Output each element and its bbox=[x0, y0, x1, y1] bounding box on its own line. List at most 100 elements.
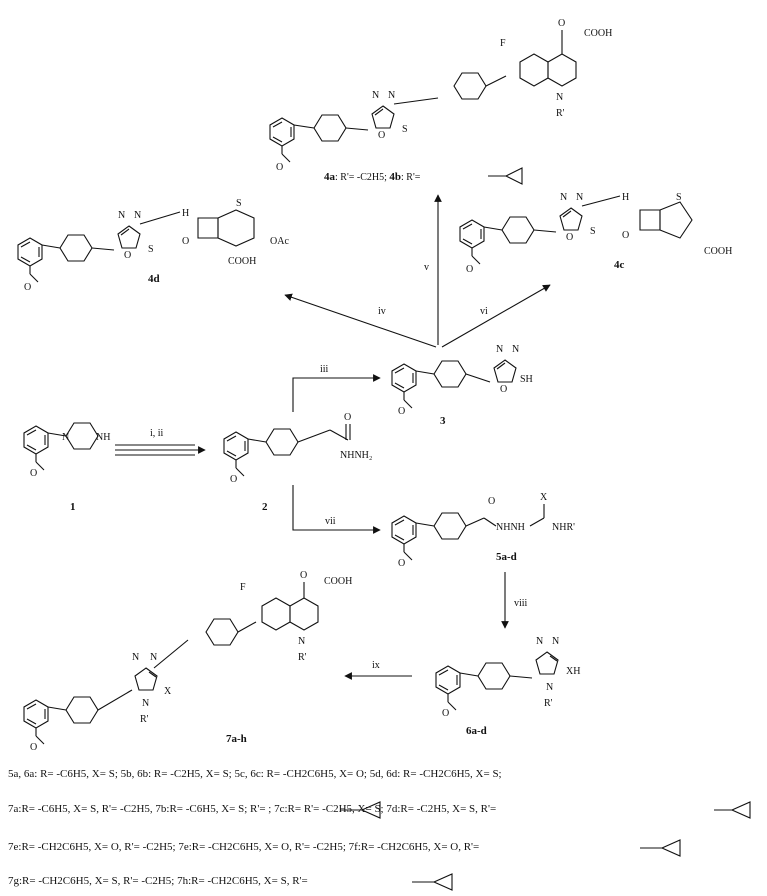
atom-o: O bbox=[344, 412, 351, 423]
compound-6-structure: N N XH N R' O bbox=[435, 636, 580, 719]
atom-rprime: R' bbox=[298, 652, 307, 663]
atom-s: S bbox=[148, 244, 154, 255]
atom-o: O bbox=[398, 558, 405, 569]
step-viii: viii bbox=[514, 598, 528, 609]
compound-4d-structure: N N O S H S O OAc COOH O bbox=[17, 198, 289, 293]
atom-n: N bbox=[62, 432, 69, 443]
arrow-2-to-5 bbox=[292, 485, 381, 534]
atom-o: O bbox=[30, 468, 37, 479]
compound-4a-caption: 4a: R'= -C2H5; 4b: R'= bbox=[324, 171, 421, 183]
step-vii: vii bbox=[325, 516, 336, 527]
atom-nhrprime: NHR' bbox=[552, 522, 575, 533]
atom-n: N bbox=[546, 682, 553, 693]
atom-s: S bbox=[590, 226, 596, 237]
atom-o: O bbox=[398, 406, 405, 417]
compound-2-label: 2 bbox=[262, 501, 268, 513]
step-ix: ix bbox=[372, 660, 380, 671]
atom-n: N bbox=[556, 92, 563, 103]
cyclopropyl-icon bbox=[340, 801, 381, 819]
atom-x: X bbox=[164, 686, 172, 697]
cyclopropyl-icon bbox=[714, 801, 751, 819]
atom-n: N bbox=[298, 636, 305, 647]
atom-o: O bbox=[566, 232, 573, 243]
arrow-3-to-4d bbox=[284, 293, 437, 348]
compound-3-structure: N N O SH O bbox=[391, 344, 533, 417]
atom-n: N bbox=[512, 344, 519, 355]
compound-1-label: 1 bbox=[70, 501, 76, 513]
atom-rprime: R' bbox=[556, 108, 565, 119]
atom-o: O bbox=[300, 570, 307, 581]
atom-x: X bbox=[540, 492, 548, 503]
atom-n: N bbox=[576, 192, 583, 203]
atom-o: O bbox=[466, 264, 473, 275]
atom-n: N bbox=[560, 192, 567, 203]
atom-nh: NH bbox=[96, 432, 110, 443]
arrow-3-to-4c bbox=[441, 284, 551, 348]
atom-rprime: R' bbox=[544, 698, 553, 709]
compound-7-label: 7a-h bbox=[226, 733, 247, 745]
compound-4c-label: 4c bbox=[614, 259, 625, 271]
atom-sh: SH bbox=[520, 374, 533, 385]
atom-o: O bbox=[124, 250, 131, 261]
atom-n: N bbox=[496, 344, 503, 355]
atom-o: O bbox=[276, 162, 283, 173]
compound-4ab-structure: N N O S O F COOH N R' O bbox=[269, 18, 612, 173]
atom-f: F bbox=[240, 582, 246, 593]
atom-o: O bbox=[500, 384, 507, 395]
compound-5-label: 5a-d bbox=[496, 551, 517, 563]
atom-n: N bbox=[552, 636, 559, 647]
atom-n: N bbox=[142, 698, 149, 709]
atom-n: N bbox=[134, 210, 141, 221]
atom-oac: OAc bbox=[270, 236, 289, 247]
legend-line-2: 7a:R= -C6H5, X= S, R'= -C2H5, 7b:R= -C6H… bbox=[8, 803, 497, 815]
atom-o: O bbox=[24, 282, 31, 293]
atom-o: O bbox=[558, 18, 565, 29]
step-iii: iii bbox=[320, 364, 329, 375]
cyclopropyl-icon bbox=[412, 873, 453, 891]
atom-nh: H bbox=[622, 192, 629, 203]
compound-1-structure: N NH O bbox=[23, 422, 110, 479]
atom-o: O bbox=[30, 742, 37, 753]
atom-cooh: COOH bbox=[228, 256, 256, 267]
compound-3-label: 3 bbox=[440, 415, 446, 427]
arrow-2-to-3 bbox=[292, 374, 381, 412]
compound-4c-structure: N N O S H S O COOH O bbox=[459, 192, 732, 275]
atom-f: F bbox=[500, 38, 506, 49]
cyclopropyl-icon bbox=[488, 167, 523, 185]
step-i-ii: i, ii bbox=[150, 428, 164, 439]
atom-o: O bbox=[230, 474, 237, 485]
step-v: v bbox=[424, 262, 429, 273]
legend-line-4: 7g:R= -CH2C6H5, X= S, R'= -C2H5; 7h:R= -… bbox=[8, 875, 308, 887]
atom-n: N bbox=[118, 210, 125, 221]
atom-cooh: COOH bbox=[324, 576, 352, 587]
atom-o: O bbox=[182, 236, 189, 247]
atom-n: N bbox=[150, 652, 157, 663]
atom-n: N bbox=[372, 90, 379, 101]
atom-rprime: R' bbox=[140, 714, 149, 725]
atom-xh: XH bbox=[566, 666, 580, 677]
atom-o: O bbox=[488, 496, 495, 507]
atom-o: O bbox=[442, 708, 449, 719]
atom-s: S bbox=[676, 192, 682, 203]
atom-cooh: COOH bbox=[584, 28, 612, 39]
legend-line-3: 7e:R= -CH2C6H5, X= O, R'= -C2H5; 7e:R= -… bbox=[8, 841, 480, 853]
compound-4d-label: 4d bbox=[148, 273, 160, 285]
compound-6-label: 6a-d bbox=[466, 725, 487, 737]
compound-5-structure: O NHNH X NHR' O bbox=[391, 492, 575, 569]
atom-s: S bbox=[236, 198, 242, 209]
compound-7-structure: N N X N R' O F COOH N R' O bbox=[23, 570, 352, 753]
step-iv: iv bbox=[378, 306, 386, 317]
atom-nhnh: NHNH bbox=[496, 522, 525, 533]
atom-cooh: COOH bbox=[704, 246, 732, 257]
cyclopropyl-icon bbox=[640, 839, 681, 857]
atom-n: N bbox=[132, 652, 139, 663]
atom-o: O bbox=[378, 130, 385, 141]
atom-n: N bbox=[388, 90, 395, 101]
atom-s: S bbox=[402, 124, 408, 135]
compound-2-structure: O NHNH₂ O bbox=[223, 412, 372, 485]
atom-nh: H bbox=[182, 208, 189, 219]
atom-o: O bbox=[622, 230, 629, 241]
legend-line-1: 5a, 6a: R= -C6H5, X= S; 5b, 6b: R= -C2H5… bbox=[8, 768, 502, 780]
step-vi: vi bbox=[480, 306, 488, 317]
